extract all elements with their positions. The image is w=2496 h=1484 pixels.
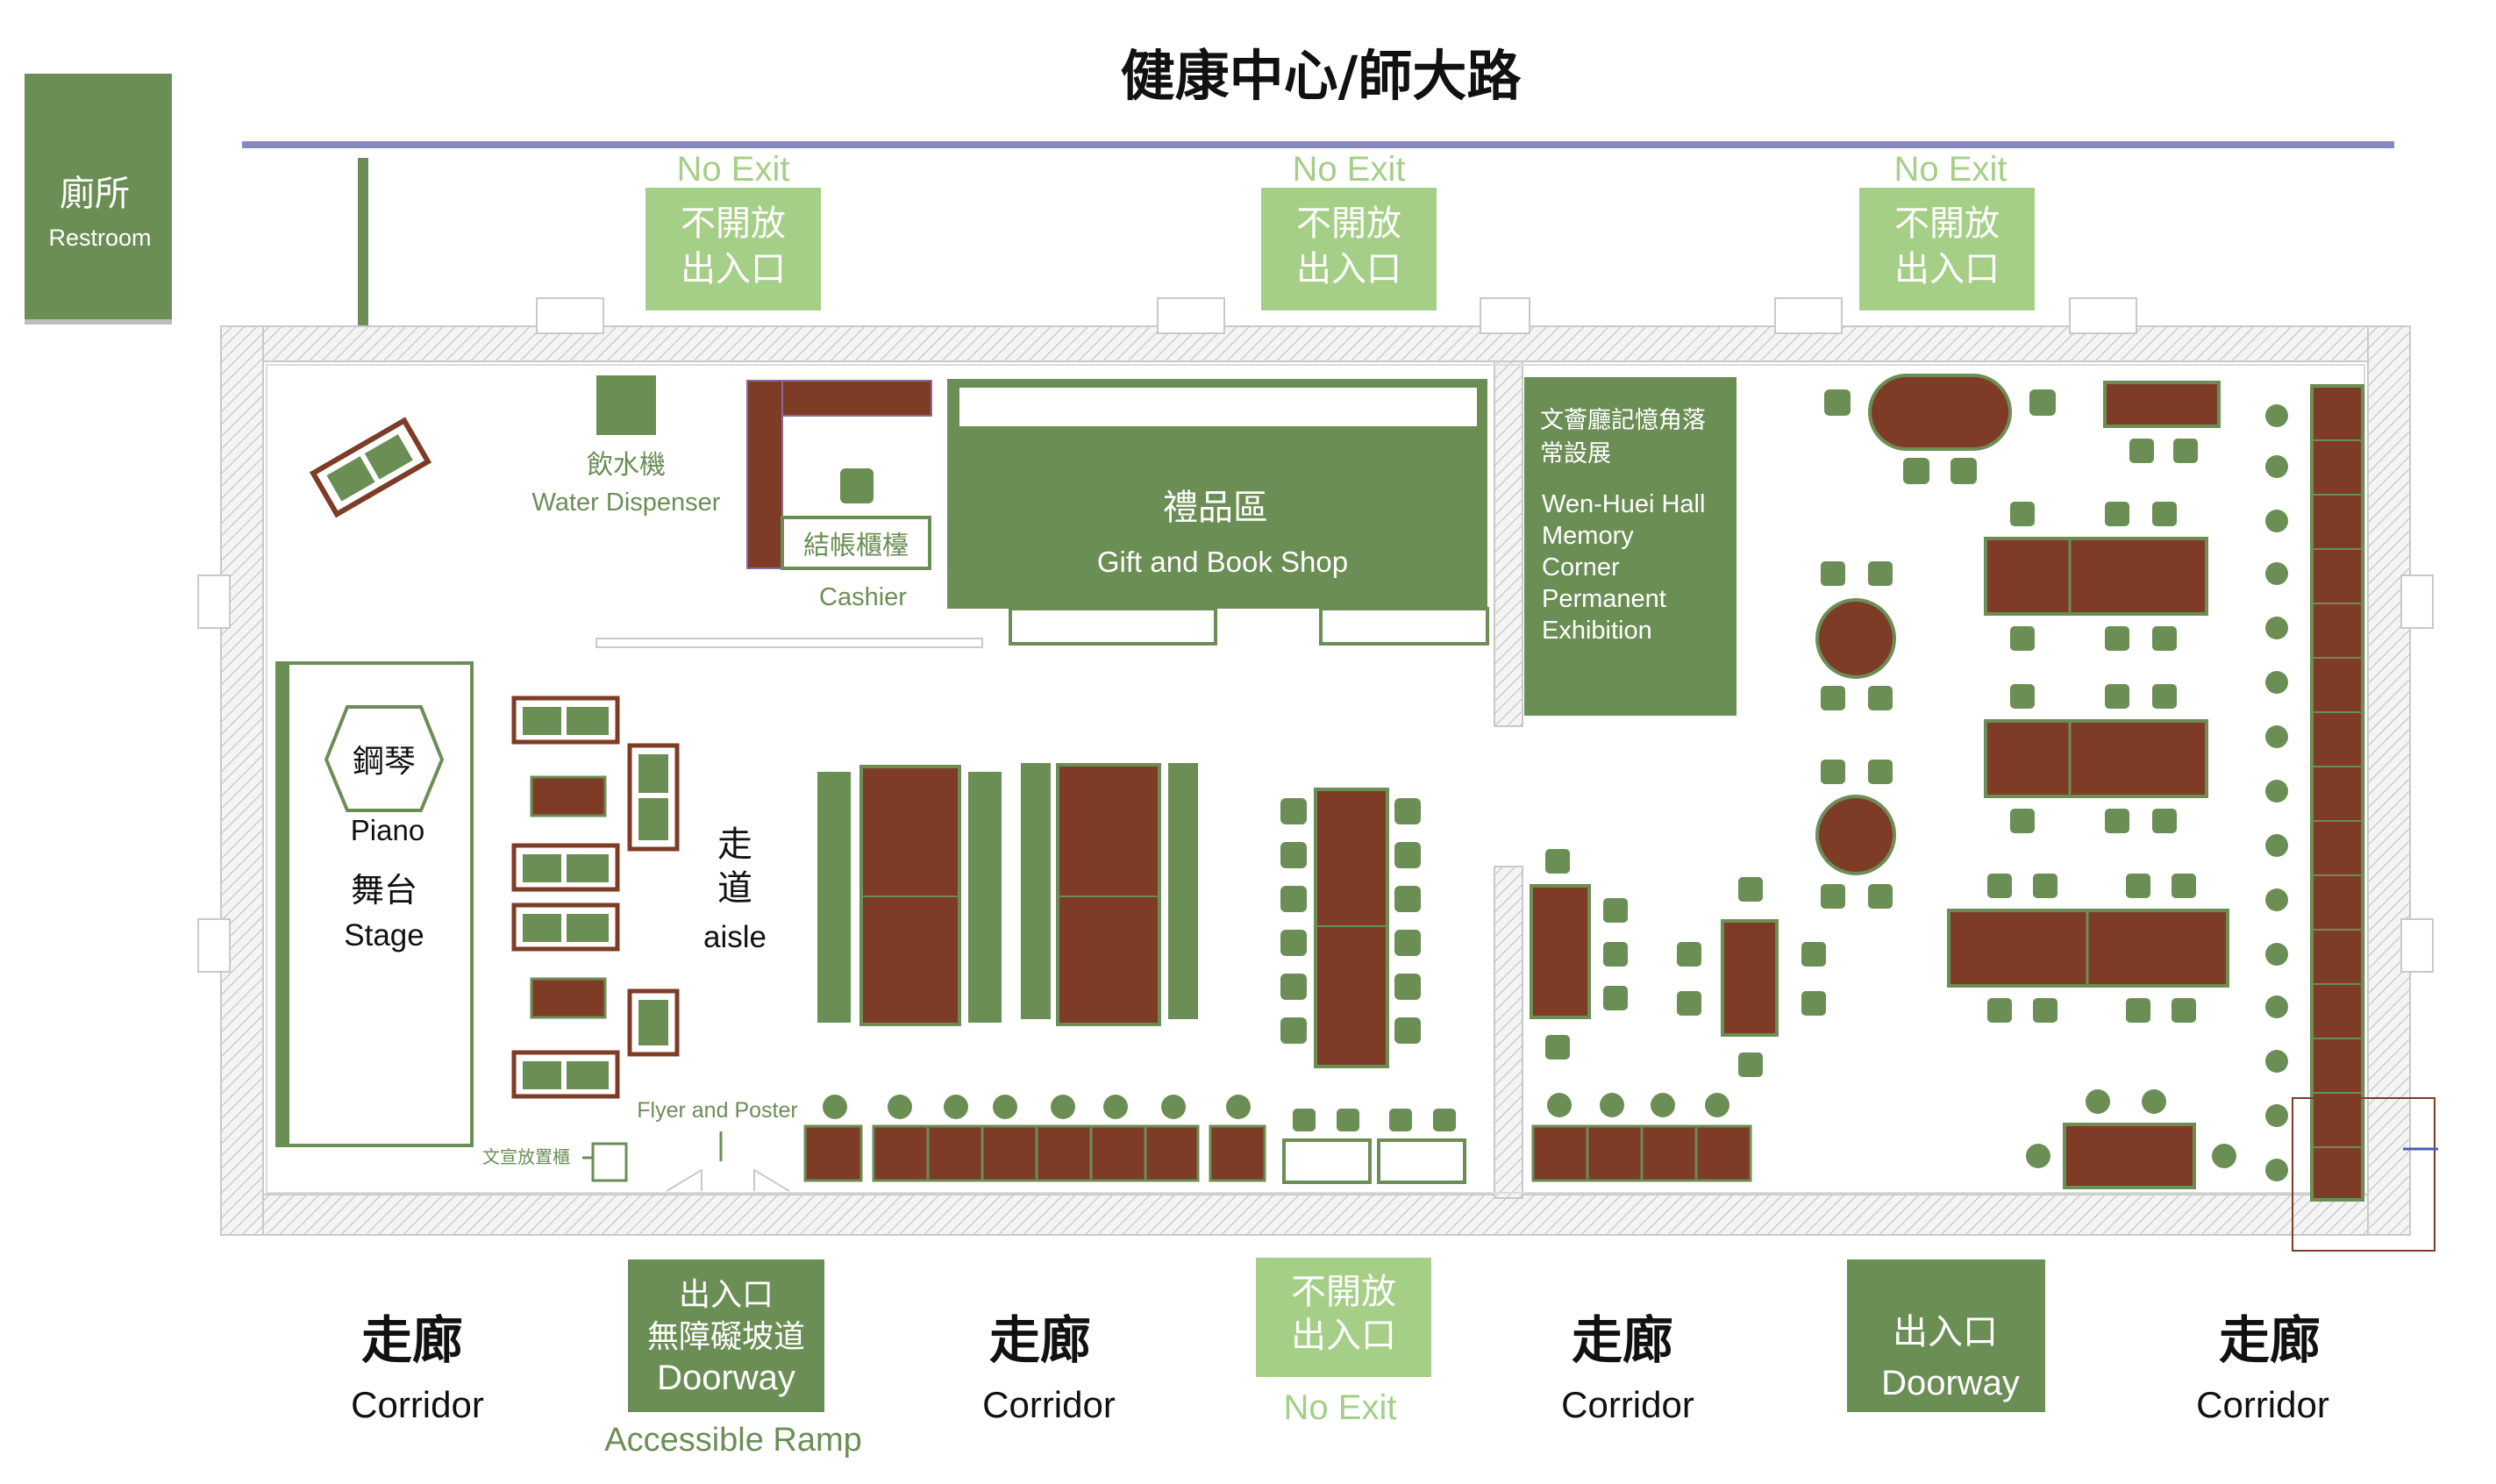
- corridor-1-zh: 走廊: [361, 1310, 463, 1370]
- memory-corner-en4: Permanent: [1542, 585, 1666, 613]
- bottom-counter-row: [803, 1095, 1466, 1184]
- shelf-line: [595, 638, 983, 648]
- top-exit-3-label: No Exit: [1894, 150, 2007, 189]
- top-exit-3: No Exit 不開放 出入口: [1859, 150, 2035, 310]
- top-exit-3-zh2: 出入口: [1894, 249, 2000, 289]
- ramp-doorway-zh1: 出入口: [679, 1277, 774, 1313]
- memory-corner-en5: Exhibition: [1542, 617, 1652, 645]
- corridor-2-zh: 走廊: [989, 1310, 1091, 1370]
- ramp-doorway-box[interactable]: [628, 1259, 824, 1412]
- ramp-doorway-zh2: 無障礙坡道: [647, 1319, 805, 1355]
- piano-icon: [324, 705, 445, 812]
- top-exit-2-zh1: 不開放: [1296, 203, 1401, 244]
- lounge-sofa: [309, 417, 432, 518]
- flyer-en: Flyer and Poster: [637, 1098, 797, 1123]
- corridor-4-zh: 走廊: [2219, 1310, 2321, 1370]
- cashier-en: Cashier: [819, 583, 907, 611]
- top-exit-3-zh1: 不開放: [1894, 203, 2000, 244]
- ramp-doorway-en: Doorway: [657, 1359, 795, 1397]
- aisle-zh-1: 走: [717, 824, 752, 865]
- doorway-zh: 出入口: [1893, 1312, 1998, 1352]
- piano-en: Piano: [351, 814, 424, 846]
- water-dispenser-zh: 飲水機: [587, 450, 666, 481]
- stage-en: Stage: [344, 918, 424, 952]
- flyer-poster-rack: Flyer and Poster 文宣放置櫃: [482, 1098, 798, 1192]
- restroom-path: [358, 158, 368, 354]
- stage-zh: 舞台: [351, 871, 417, 910]
- top-exit-2-label: No Exit: [1293, 150, 1406, 189]
- gift-shop-zh: 禮品區: [1163, 488, 1268, 528]
- flyer-zh: 文宣放置櫃: [482, 1146, 570, 1167]
- restroom-sign[interactable]: 廁所 Restroom: [25, 74, 172, 325]
- gift-shop[interactable]: 禮品區 Gift and Book Shop: [947, 379, 1489, 646]
- street-title: 健康中心/師大路: [1121, 44, 1523, 108]
- memory-corner-en1: Wen-Huei Hall: [1542, 490, 1705, 518]
- piano-zh: 鋼琴: [353, 744, 416, 780]
- top-exit-2: No Exit 不開放 出入口: [1261, 150, 1437, 310]
- restroom-en: Restroom: [48, 225, 151, 251]
- bottom-labels: 走廊 Corridor 出入口 無障礙坡道 Doorway Accessible…: [351, 1258, 2329, 1459]
- corridor-4-en: Corridor: [2196, 1384, 2329, 1425]
- memory-corner[interactable]: 文薈廳記憶角落 常設展 Wen-Huei Hall Memory Corner …: [1524, 377, 1737, 716]
- doorway-box[interactable]: [1847, 1259, 2045, 1412]
- cashier-counter[interactable]: 結帳櫃檯 Cashier: [746, 380, 932, 611]
- bottom-no-exit-zh2: 出入口: [1291, 1316, 1396, 1356]
- center-right-tables: [1280, 788, 1421, 1068]
- bottom-no-exit-zh1: 不開放: [1291, 1272, 1396, 1312]
- corridor-2-en: Corridor: [982, 1384, 1116, 1425]
- center-tables: [817, 763, 1198, 1026]
- water-dispenser: [596, 375, 656, 435]
- accessible-ramp-caption: Accessible Ramp: [604, 1422, 862, 1459]
- restroom-zh: 廁所: [60, 174, 130, 214]
- aisle-en: aisle: [703, 920, 767, 954]
- memory-corner-en3: Corner: [1542, 553, 1620, 581]
- memory-corner-en2: Memory: [1542, 522, 1634, 550]
- bottom-no-exit-caption: No Exit: [1284, 1388, 1397, 1427]
- water-dispenser-en: Water Dispenser: [532, 489, 721, 517]
- top-exit-1: No Exit 不開放 出入口: [645, 150, 821, 310]
- top-exit-1-zh1: 不開放: [681, 203, 786, 244]
- right-hall-furniture: [1530, 374, 2438, 1252]
- corridor-3-en: Corridor: [1561, 1384, 1694, 1425]
- top-exit-1-label: No Exit: [677, 150, 790, 189]
- memory-corner-zh2: 常設展: [1540, 440, 1611, 467]
- gift-shop-en: Gift and Book Shop: [1097, 546, 1348, 578]
- corridor-1-en: Corridor: [351, 1384, 484, 1425]
- stage[interactable]: 鋼琴 Piano 舞台 Stage: [275, 661, 474, 1147]
- top-exit-2-zh2: 出入口: [1296, 249, 1401, 289]
- bottom-no-exit-box: [1256, 1258, 1431, 1377]
- memory-corner-zh1: 文薈廳記憶角落: [1540, 407, 1706, 434]
- aisle-zh-2: 道: [717, 868, 752, 909]
- top-exit-1-zh2: 出入口: [681, 249, 786, 289]
- corridor-3-zh: 走廊: [1572, 1310, 1673, 1370]
- cashier-zh: 結帳櫃檯: [803, 531, 909, 561]
- doorway-en: Doorway: [1881, 1364, 2020, 1402]
- sofa-group-left: [511, 696, 680, 1099]
- building-walls: [197, 297, 2434, 1236]
